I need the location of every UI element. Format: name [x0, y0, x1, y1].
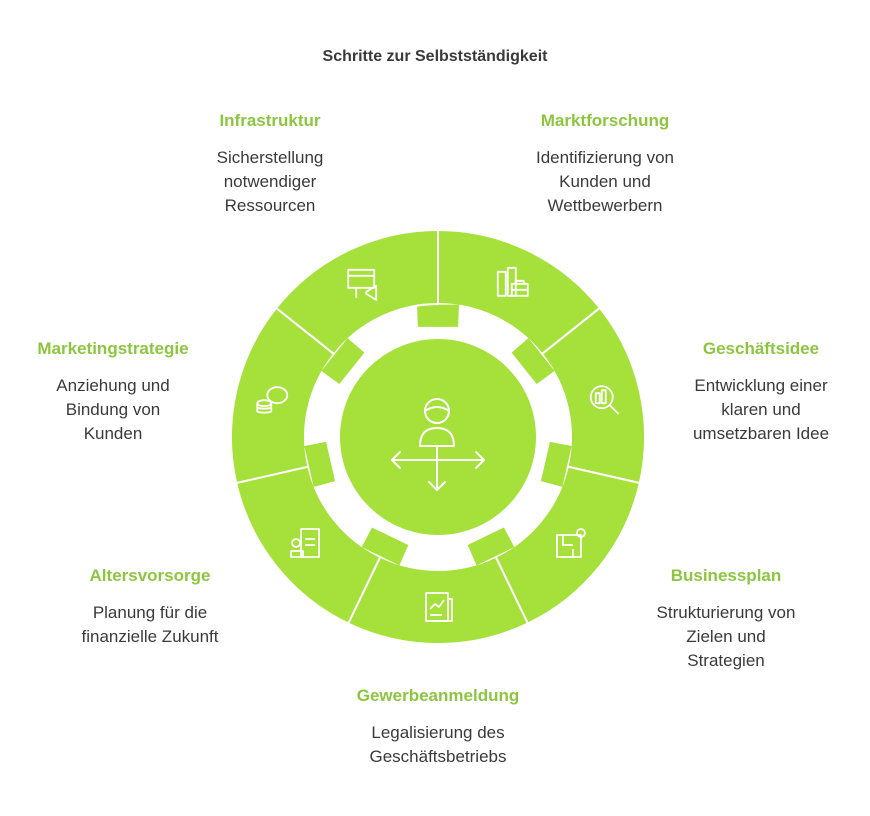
wheel-segment: [346, 555, 530, 646]
step-description-line: Identifizierung von: [536, 148, 674, 167]
step-description-line: notwendiger: [223, 172, 317, 191]
step-description-line: klaren und: [721, 400, 801, 419]
wheel-connector: [417, 304, 459, 327]
step-heading: Marktforschung: [540, 111, 670, 130]
step-description-line: Bindung von: [65, 400, 161, 419]
step-description-line: Zielen und: [686, 627, 766, 646]
wheel-connector: [540, 441, 572, 487]
step-heading: Gewerbeanmeldung: [356, 686, 520, 705]
wheel-connector: [304, 441, 336, 487]
lightbulb-plan-icon: [556, 528, 586, 558]
step-heading: Altersvorsorge: [89, 566, 211, 585]
wheel-connector: [467, 527, 515, 566]
step-heading: Businessplan: [670, 566, 782, 585]
step-geschaeftsidee: Geschäftsidee Entwicklung einer klaren u…: [641, 338, 870, 446]
step-description-line: Anziehung und: [56, 376, 170, 395]
step-marktforschung: Marktforschung Identifizierung von Kunde…: [485, 110, 725, 218]
person-with-arrows-icon: [391, 398, 485, 491]
wheel-connector: [321, 338, 365, 385]
buildings-briefcase-icon: [496, 266, 529, 297]
step-description-line: Kunden und: [559, 172, 651, 191]
step-heading: Geschäftsidee: [702, 339, 820, 358]
step-description-line: umsetzbaren Idee: [692, 424, 830, 443]
step-description-line: Strategien: [687, 651, 765, 670]
step-altersvorsorge: Altersvorsorge Planung für die finanziel…: [30, 565, 270, 649]
billboard-megaphone-icon: [347, 268, 378, 301]
step-heading: Infrastruktur: [219, 111, 321, 130]
step-description-line: Sicherstellung: [216, 148, 324, 167]
step-description-line: Strukturierung von: [656, 603, 796, 622]
step-description-line: Wettbewerbern: [547, 196, 663, 215]
wheel-connector: [511, 338, 555, 385]
stamp-document-icon: [290, 528, 320, 558]
step-heading: Marketingstrategie: [37, 339, 189, 358]
step-marketingstrategie: Marketingstrategie Anziehung und Bindung…: [0, 338, 233, 446]
step-description-line: Ressourcen: [224, 196, 316, 215]
report-chart-icon: [425, 592, 453, 622]
step-description-line: Legalisierung des: [371, 723, 505, 742]
piggy-bank-coins-icon: [256, 386, 289, 414]
step-infrastruktur: Infrastruktur Sicherstellung notwendiger…: [150, 110, 390, 218]
step-description-line: Kunden: [83, 424, 143, 443]
step-gewerbeanmeldung: Gewerbeanmeldung Legalisierung des Gesch…: [318, 685, 558, 769]
diagram-title: Schritte zur Selbstständigkeit: [322, 48, 548, 65]
wheel-connector: [361, 527, 409, 566]
center-circle: [340, 339, 536, 535]
step-description-line: Planung für die: [92, 603, 208, 622]
segment-icons: [256, 266, 620, 622]
step-description-line: Geschäftsbetriebs: [369, 747, 507, 766]
step-description-line: finanzielle Zukunft: [81, 627, 219, 646]
step-description-line: Entwicklung einer: [694, 376, 828, 395]
wheel-center: [340, 339, 536, 535]
magnifier-chart-icon: [589, 385, 620, 415]
step-businessplan: Businessplan Strukturierung von Zielen u…: [606, 565, 846, 673]
